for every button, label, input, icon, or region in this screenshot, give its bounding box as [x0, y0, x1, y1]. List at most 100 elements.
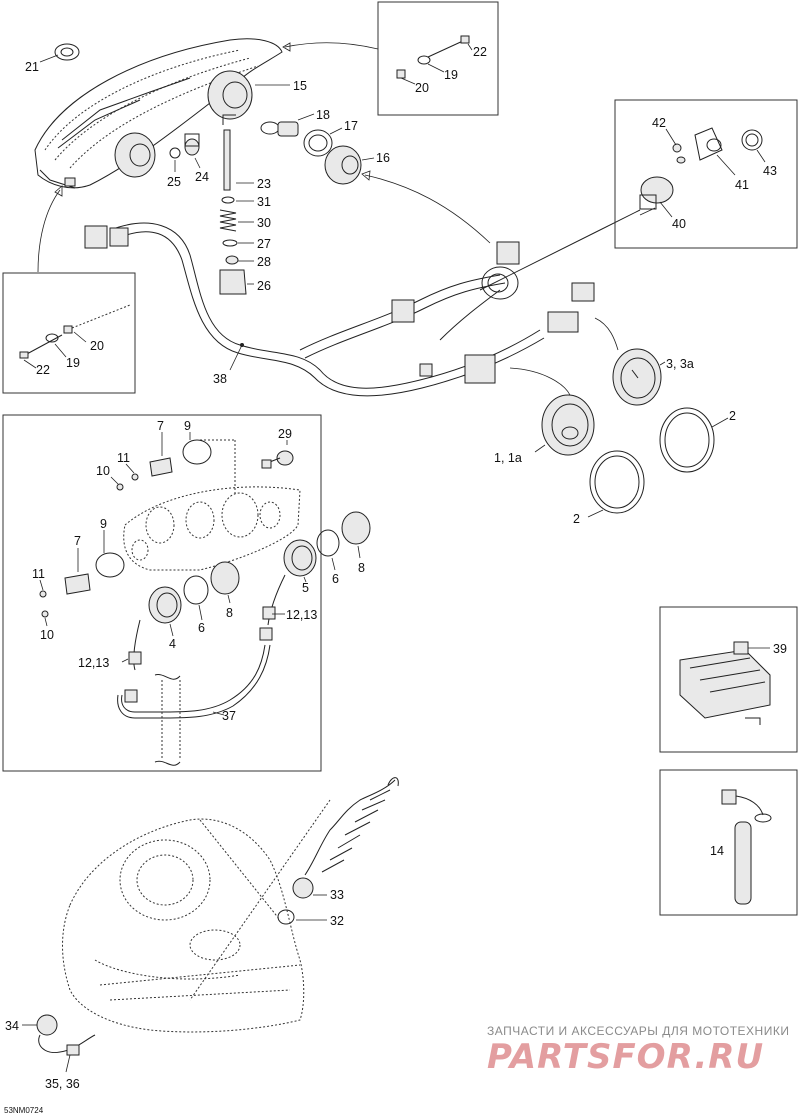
- callout-2-lower: 2: [573, 512, 580, 526]
- nut-part-10-left: [41, 610, 49, 618]
- callout-17: 17: [344, 119, 358, 133]
- callout-10-top: 10: [96, 464, 110, 478]
- callout-38: 38: [213, 372, 227, 386]
- clip-part-21: [54, 43, 80, 61]
- callout-6-left: 6: [198, 621, 205, 635]
- bulb-part-18: [260, 121, 299, 137]
- wiring-harness-38: [84, 209, 641, 397]
- callout-7-left: 7: [74, 534, 81, 548]
- callout-12-13-left: 12,13: [78, 656, 109, 670]
- callout-8-left: 8: [226, 606, 233, 620]
- callout-39: 39: [773, 642, 787, 656]
- nut-part-11-left: [39, 590, 47, 598]
- callout-32: 32: [330, 914, 344, 928]
- callout-19-left: 19: [66, 356, 80, 370]
- inset-box-sensor: [614, 99, 798, 249]
- callout-1-1a: 1, 1a: [494, 451, 522, 465]
- hardware-top-parts: [396, 35, 470, 79]
- callout-31: 31: [257, 195, 271, 209]
- callout-26: 26: [257, 279, 271, 293]
- callout-20-top: 20: [415, 81, 429, 95]
- bezel-part-8-left: [210, 561, 240, 595]
- callout-37: 37: [222, 709, 236, 723]
- diagram-code: 53NM0724: [4, 1106, 44, 1115]
- gauge-part-5: [283, 539, 317, 577]
- inset-box-fuel-sensor: [659, 769, 798, 916]
- callout-43: 43: [763, 164, 777, 178]
- callout-16: 16: [376, 151, 390, 165]
- gauge-part-1: [541, 394, 595, 456]
- headlight-assembly: [34, 38, 283, 189]
- seal-part-9-left: [95, 552, 125, 578]
- callout-22-top: 22: [473, 45, 487, 59]
- bracket-part-7-top: [149, 457, 173, 477]
- grommet-part-32: [277, 909, 295, 925]
- inset-box-gauges: [2, 414, 322, 772]
- watermark-tagline: ЗАПЧАСТИ И АКСЕССУАРЫ ДЛЯ МОТОТЕХНИКИ: [487, 1024, 789, 1038]
- callout-14: 14: [710, 844, 724, 858]
- seal-part-6-right: [316, 529, 340, 557]
- socket-part-24: [184, 133, 200, 156]
- boot-part-16: [324, 145, 362, 185]
- wire-harness-37: [117, 574, 286, 766]
- callout-20-left: 20: [90, 339, 104, 353]
- fuse-box-part-39: [679, 641, 771, 725]
- callout-9-left: 9: [100, 517, 107, 531]
- fuel-sensor-part-14: [721, 789, 772, 905]
- callout-35-36: 35, 36: [45, 1077, 80, 1091]
- callout-7-top: 7: [157, 419, 164, 433]
- callout-11-left: 11: [32, 567, 45, 581]
- dash-panel-outline: [123, 439, 301, 571]
- switch-part-29: [261, 450, 294, 469]
- callout-33: 33: [330, 888, 344, 902]
- callout-5: 5: [302, 581, 309, 595]
- callout-18: 18: [316, 108, 330, 122]
- nut-part-10-top: [116, 483, 124, 491]
- callout-8-right: 8: [358, 561, 365, 575]
- switch-part-34: [36, 1014, 96, 1056]
- nut-part-11-top: [131, 473, 139, 481]
- callout-3-3a: 3, 3a: [666, 357, 694, 371]
- callout-22-left: 22: [36, 363, 50, 377]
- sensor-parts: [639, 127, 763, 210]
- callout-23: 23: [257, 177, 271, 191]
- callout-34: 34: [5, 1019, 19, 1033]
- bezel-part-8-right: [341, 511, 371, 545]
- ring-part-17: [303, 129, 333, 157]
- callout-6-right: 6: [332, 572, 339, 586]
- callout-41: 41: [735, 178, 749, 192]
- callout-10-left: 10: [40, 628, 54, 642]
- callout-19-top: 19: [444, 68, 458, 82]
- fairing-outline: [62, 799, 331, 1033]
- inset-box-relay: [659, 606, 798, 753]
- callout-40: 40: [672, 217, 686, 231]
- callout-25: 25: [167, 175, 181, 189]
- callout-11-top: 11: [117, 451, 130, 465]
- callout-21: 21: [25, 60, 39, 74]
- callout-29: 29: [278, 427, 292, 441]
- coil-cord-part-33: [292, 777, 399, 899]
- callout-30: 30: [257, 216, 271, 230]
- callout-9-top: 9: [184, 419, 191, 433]
- bezel-part-2: [589, 407, 715, 514]
- callout-12-13-right: 12,13: [286, 608, 317, 622]
- hardware-left-parts: [19, 304, 131, 359]
- nut-part-25: [169, 147, 181, 159]
- seal-part-6-left: [183, 575, 209, 605]
- watermark-logo: PARTSFOR.RU: [487, 1037, 764, 1077]
- callout-42: 42: [652, 116, 666, 130]
- callout-28: 28: [257, 255, 271, 269]
- callout-24: 24: [195, 170, 209, 184]
- adjuster-stack: [219, 114, 247, 295]
- callout-2-right: 2: [729, 409, 736, 423]
- inset-box-hardware-top: [377, 1, 499, 116]
- gauge-part-4: [148, 586, 182, 624]
- inset-box-hardware-left: [2, 272, 136, 394]
- gauge-part-3: [612, 348, 662, 406]
- callout-27: 27: [257, 237, 271, 251]
- callout-15: 15: [293, 79, 307, 93]
- seal-part-9-top: [182, 439, 212, 465]
- callout-4: 4: [169, 637, 176, 651]
- bracket-part-7-left: [64, 573, 91, 595]
